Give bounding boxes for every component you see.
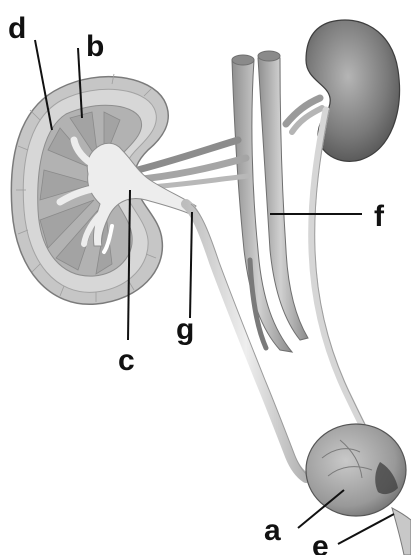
vena-cava-top (232, 55, 254, 65)
label-b: b (86, 32, 104, 62)
label-d: d (8, 14, 26, 44)
leader-line-e (338, 514, 394, 544)
leader-line-g (190, 212, 192, 318)
urethra (392, 508, 411, 555)
left-kidney-section (11, 74, 196, 304)
great-vessels (232, 51, 308, 352)
label-g: g (176, 315, 194, 345)
label-a: a (264, 516, 281, 546)
label-f: f (374, 202, 384, 232)
label-e: e (312, 532, 329, 555)
right-kidney (286, 20, 399, 161)
aorta-top (258, 51, 280, 61)
right-ureter (312, 110, 380, 458)
label-c: c (118, 346, 135, 376)
